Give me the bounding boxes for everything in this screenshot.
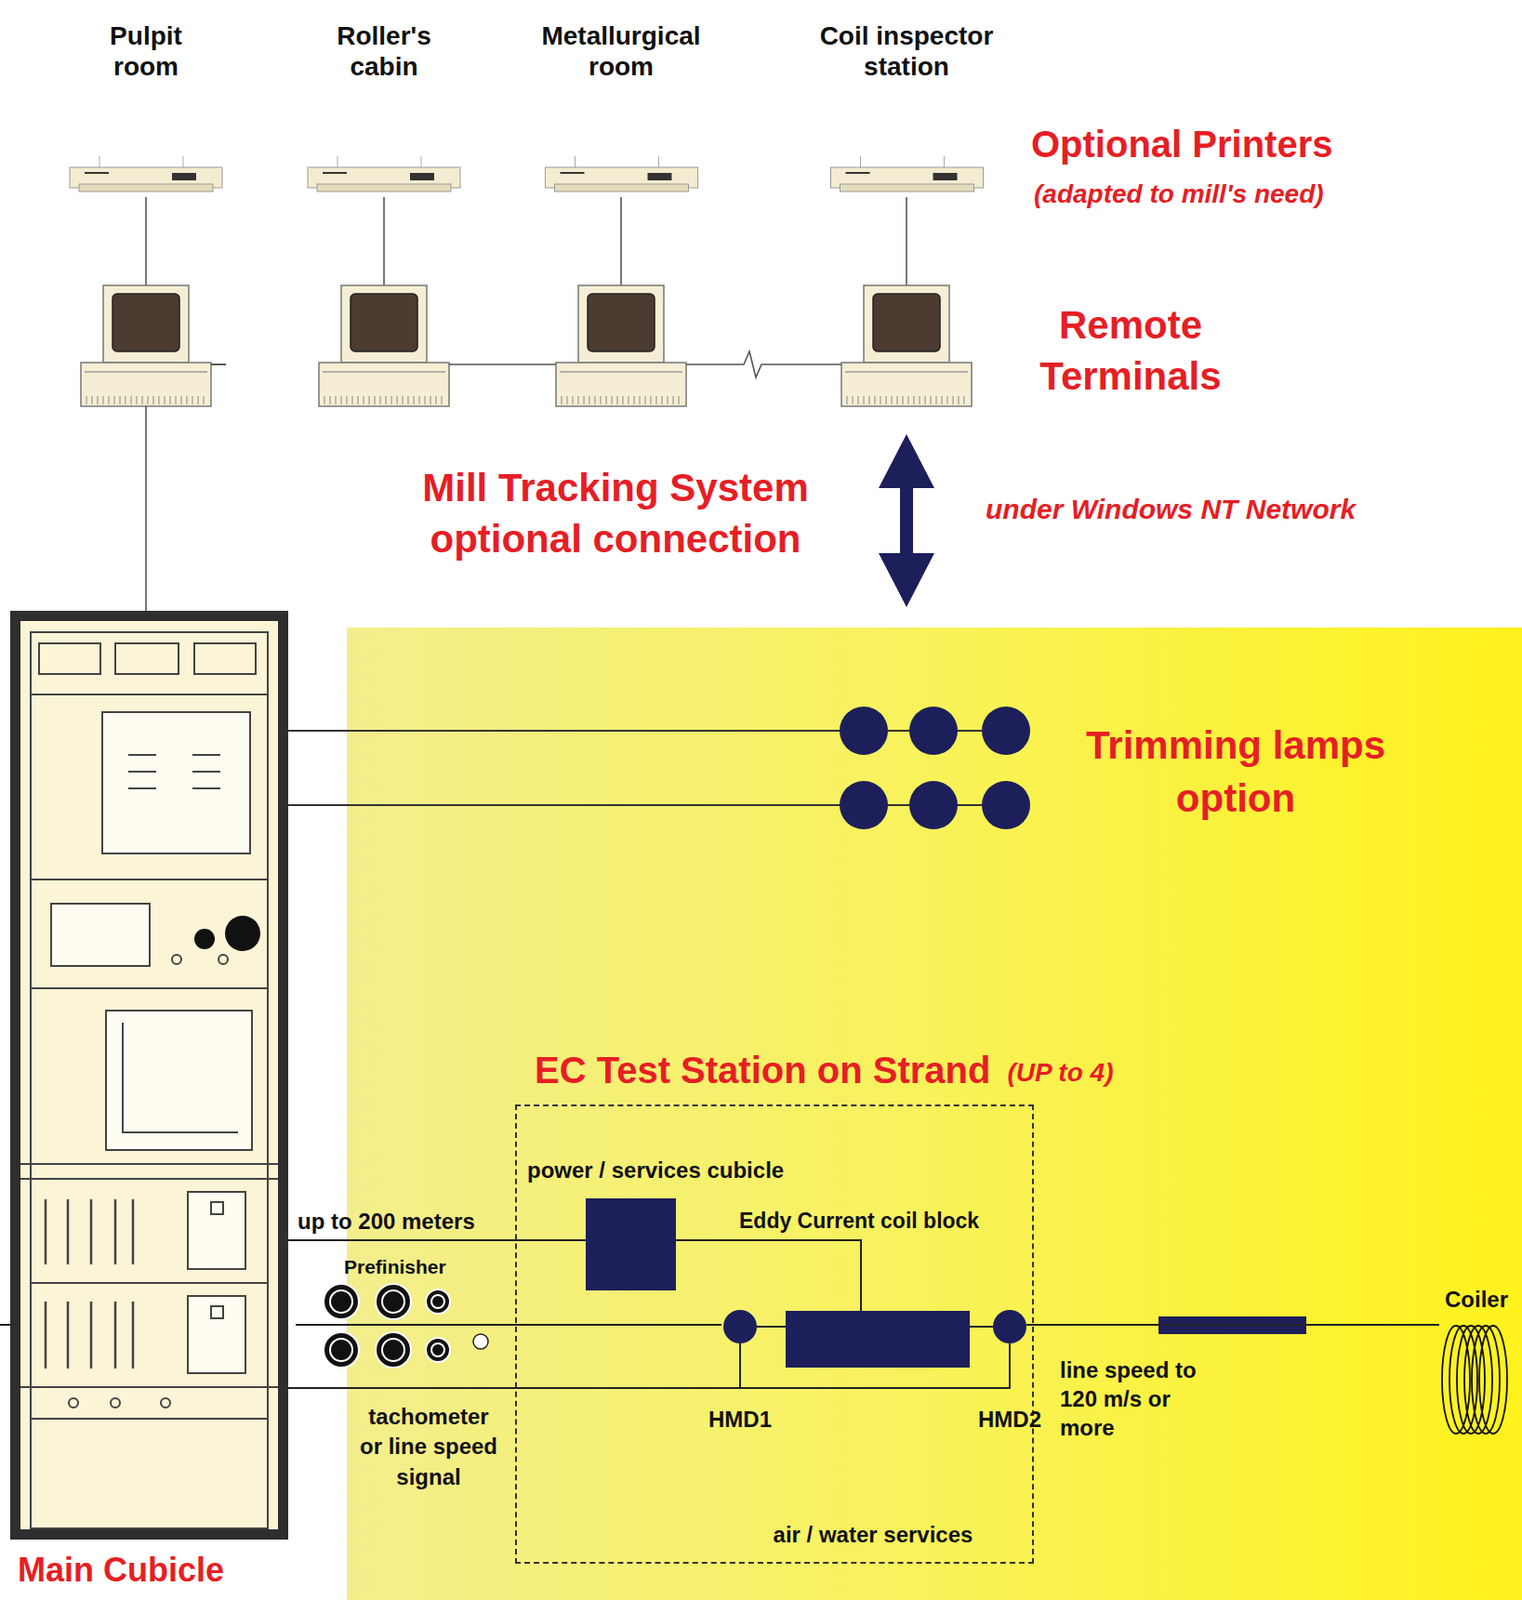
wire bbox=[756, 1325, 786, 1328]
note-label: under Windows NT Network bbox=[985, 493, 1356, 527]
heading-label: Mill Tracking System optional connection bbox=[383, 463, 848, 565]
main-cubicle: Main Cubicle bbox=[10, 610, 289, 1540]
test-station-box: power / services cubicleEddy Current coi… bbox=[515, 1104, 1034, 1564]
station-count: (UP to 4) bbox=[1006, 1058, 1113, 1088]
wire bbox=[288, 1239, 586, 1242]
strand-line bbox=[0, 1323, 722, 1326]
heading-label: Optional Printers bbox=[1031, 122, 1334, 166]
wire bbox=[1026, 1323, 1440, 1326]
wire bbox=[969, 1325, 993, 1328]
part-label: Prefinisher bbox=[344, 1256, 447, 1279]
coiler: Coiler bbox=[1439, 1320, 1514, 1438]
printer-icon bbox=[281, 154, 487, 198]
node-title: HMD2 bbox=[978, 1406, 1042, 1433]
double-arrow bbox=[878, 434, 935, 608]
yellow-ground bbox=[346, 627, 1522, 1600]
node-title: Roller's cabin bbox=[326, 20, 443, 82]
tachometer bbox=[473, 1334, 489, 1350]
wire bbox=[288, 1343, 741, 1389]
hot-metal-detector: HMD2 bbox=[992, 1310, 1027, 1344]
heading-label: Trimming lamps option bbox=[1040, 719, 1431, 825]
coil-windings bbox=[1439, 1320, 1514, 1438]
printer-icon bbox=[43, 154, 249, 198]
coil-block: Eddy Current coil block bbox=[785, 1310, 970, 1368]
node-title: EC Test Station on Strand bbox=[534, 1048, 991, 1092]
remote-terminals bbox=[80, 197, 972, 407]
printer-node: Pulpit room bbox=[43, 20, 249, 198]
main-cubicle-drawing bbox=[10, 610, 289, 1540]
prefinisher-stands bbox=[323, 1283, 489, 1368]
node-title: Coiler bbox=[1444, 1286, 1509, 1313]
node-title: Main Cubicle bbox=[17, 1550, 225, 1589]
printer-node: Metallurgical room bbox=[516, 20, 727, 198]
note-label: (adapted to mill's need) bbox=[1033, 179, 1324, 210]
hot-metal-detector: HMD1 bbox=[723, 1310, 757, 1344]
wire bbox=[675, 1240, 861, 1311]
printer-node: Coil inspector station bbox=[802, 20, 1012, 198]
trimming-lamps bbox=[288, 706, 1031, 830]
node-title: power / services cubicle bbox=[527, 1157, 784, 1184]
services-label: air / water services bbox=[773, 1522, 974, 1549]
wire-label: up to 200 meters bbox=[297, 1208, 476, 1235]
node-title: Pulpit room bbox=[99, 20, 193, 82]
services-cubicle: power / services cubicle bbox=[585, 1198, 676, 1291]
speed-note: line speed to 120 m/s or more bbox=[1059, 1355, 1200, 1443]
printer-icon bbox=[516, 154, 727, 198]
signal-label: tachometer or line speed signal bbox=[354, 1402, 503, 1493]
printer-icon bbox=[802, 154, 1012, 198]
node-title: Coil inspector station bbox=[807, 20, 1007, 82]
node-title: HMD1 bbox=[708, 1406, 772, 1433]
heading-label: Remote Terminals bbox=[1023, 300, 1238, 402]
node-title: Metallurgical room bbox=[521, 20, 722, 82]
node-title: Eddy Current coil block bbox=[739, 1208, 980, 1233]
printer-node: Roller's cabin bbox=[281, 20, 487, 198]
